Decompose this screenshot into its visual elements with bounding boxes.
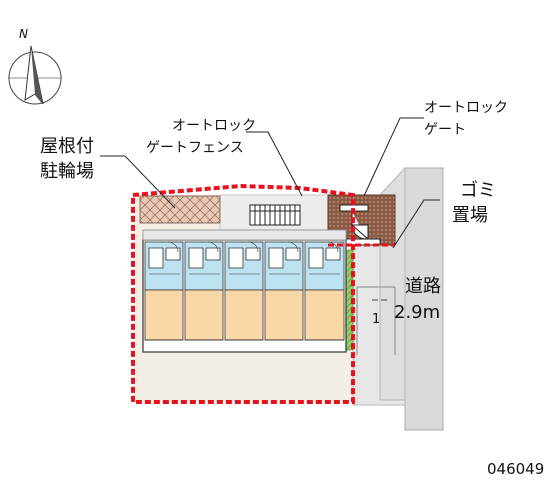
bicycle-parking-label-1: 屋根付 [40,136,94,157]
garbage-label-2: 置場 [452,205,488,226]
road-width-label: 2.9m [394,302,440,323]
property-code: 046049 [487,460,544,478]
unit [144,241,184,341]
autolock-fence-label-2: ゲートフェンス [146,140,244,156]
leader-fence [246,131,303,197]
unit [224,241,264,341]
autolock-fence-label-1: オートロック [172,118,256,134]
leader-bicycle [100,155,176,209]
autolock-gate-label-2: ゲート [424,122,466,138]
autolock-fence-railing [249,204,301,226]
north-label: N [19,27,28,41]
unit [264,241,304,341]
unit [304,241,345,341]
bicycle-parking-label-2: 駐輪場 [40,161,94,182]
road [404,167,444,431]
unit [184,241,224,341]
parking-number: 1 [372,312,380,327]
parking-slot: 1 [356,286,396,355]
bicycle-parking [139,195,221,224]
leader-garbage [392,199,440,249]
north-compass: N [8,27,62,105]
road-label: 道路 [405,276,441,297]
apartment-building [142,229,347,353]
autolock-gate-label-1: オートロック [424,100,508,116]
property-boundary [131,183,355,404]
leader-gate [363,117,424,197]
garbage-label-1: ゴミ [460,180,496,201]
